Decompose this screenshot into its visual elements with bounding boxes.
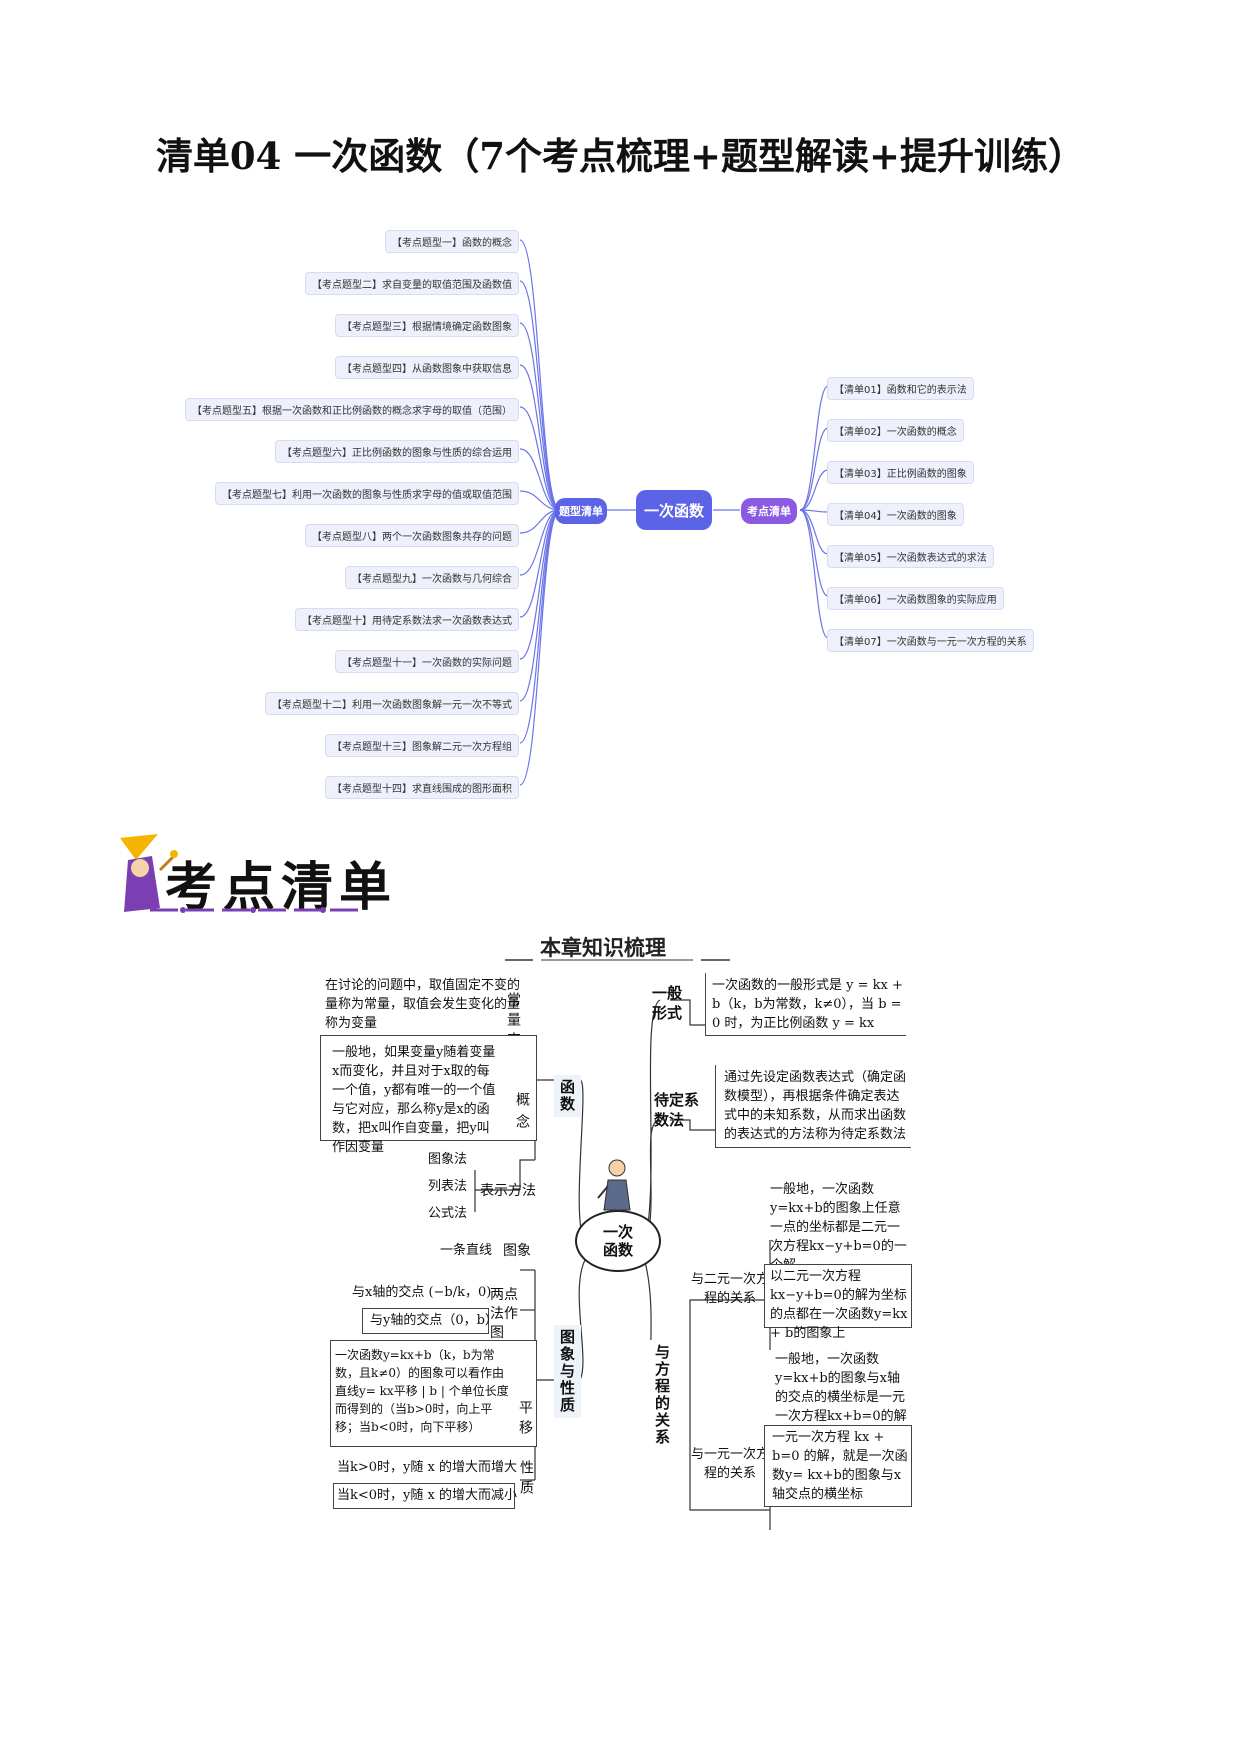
mindmap-right-item: 【清单05】一次函数表达式的求法 bbox=[827, 545, 994, 568]
undetermined-coef-box bbox=[715, 1065, 911, 1148]
badge-underline bbox=[150, 907, 360, 913]
linear-equation-box bbox=[764, 1425, 912, 1507]
knowledge-center: 一次函数 bbox=[575, 1210, 661, 1272]
y-intercept-text: 与y轴的交点（0，b） bbox=[370, 1313, 498, 1328]
property-decrease: 当k<0时，y随 x 的增大而减小 bbox=[337, 1488, 517, 1503]
property-label: 性质 bbox=[518, 1460, 534, 1500]
mindmap-left-item: 【考点题型十三】图象解二元一次方程组 bbox=[325, 734, 519, 757]
category-graph-properties: 图象与性质 bbox=[554, 1325, 581, 1418]
linear-equation-text-2: 一元一次方程 kx + b=0 的解，就是一次函数y= kx+b的图象与x轴交点… bbox=[772, 1430, 908, 1502]
mindmap-right-hub: 考点清单 bbox=[741, 498, 797, 524]
mindmap-right-item: 【清单04】一次函数的图象 bbox=[827, 503, 964, 526]
translation-label: 平移 bbox=[517, 1400, 533, 1440]
mindmap-right-item: 【清单02】一次函数的概念 bbox=[827, 419, 964, 442]
representation-item: 列表法 bbox=[428, 1179, 468, 1194]
representation-item: 公式法 bbox=[428, 1206, 468, 1221]
binary-equation-box bbox=[764, 1264, 912, 1328]
two-point-label: 两点法作图 bbox=[490, 1287, 518, 1341]
category-function: 函数 bbox=[554, 1075, 581, 1117]
heading-underline bbox=[505, 959, 730, 961]
mindmap-left-item: 【考点题型五】根据一次函数和正比例函数的概念求字母的取值（范围） bbox=[185, 398, 519, 421]
representation-label: 表示方法 bbox=[480, 1183, 536, 1199]
mindmap-left-item: 【考点题型十四】求直线围成的图形面积 bbox=[325, 776, 519, 799]
mindmap-left-item: 【考点题型八】两个一次函数图象共存的问题 bbox=[305, 524, 519, 547]
general-form-box bbox=[705, 973, 906, 1036]
constant-variable-text: 在讨论的问题中，取值固定不变的量称为常量，取值会发生变化的量称为变量 bbox=[325, 978, 521, 1031]
knowledge-connectors bbox=[474, 999, 771, 1530]
binary-equation-text-2: 以二元一次方程kx−y+b=0的解为坐标的点都在一次函数y=kx + b的图象上 bbox=[770, 1269, 908, 1341]
property-decrease-box bbox=[333, 1483, 515, 1509]
category-equation-relation: 与方程的关系 bbox=[649, 1340, 676, 1450]
mindmap-right-item: 【清单06】一次函数图象的实际应用 bbox=[827, 587, 1004, 610]
mindmap-connectors bbox=[519, 239, 829, 786]
mindmap-left-item: 【考点题型九】一次函数与几何综合 bbox=[345, 566, 519, 589]
wizard-mascot-icon bbox=[120, 834, 178, 912]
mindmap-left-item: 【考点题型一】函数的概念 bbox=[385, 230, 519, 253]
mindmap-left-hub: 题型清单 bbox=[555, 498, 607, 524]
mindmap-right-item: 【清单01】函数和它的表示法 bbox=[827, 377, 974, 400]
general-form-text: 一次函数的一般形式是 y = kx + b（k，b为常数，k≠0），当 b = … bbox=[712, 978, 903, 1031]
linear-equation-text-1: 一般地，一次函数y=kx+b的图象与x轴的交点的横坐标是一元一次方程kx+b=0… bbox=[775, 1352, 907, 1424]
mindmap-left-item: 【考点题型七】利用一次函数的图象与性质求字母的值或取值范围 bbox=[215, 482, 519, 505]
x-intercept-text: 与x轴的交点 (−b/k，0) bbox=[352, 1285, 492, 1300]
translation-text: 一次函数y=kx+b（k，b为常数，且k≠0）的图象可以看作由直线y= kx平移… bbox=[335, 1348, 509, 1434]
undetermined-coef-label: 待定系数法 bbox=[654, 1091, 700, 1129]
mindmap-right-item: 【清单07】一次函数与一元一次方程的关系 bbox=[827, 629, 1034, 652]
teacher-figure-icon bbox=[597, 1159, 631, 1211]
mindmap-left-item: 【考点题型十】用待定系数法求一次函数表达式 bbox=[295, 608, 519, 631]
representation-item: 图象法 bbox=[428, 1152, 468, 1167]
graph-label: 图象 bbox=[503, 1243, 531, 1259]
concept-label: 概念 bbox=[514, 1092, 530, 1136]
binary-equation-text-1: 一般地，一次函数y=kx+b的图象上任意一点的坐标都是二元一次方程kx−y+b=… bbox=[770, 1182, 907, 1273]
knowledge-heading: 本章知识梳理 bbox=[540, 936, 666, 960]
concept-box bbox=[320, 1035, 537, 1141]
linear-equation-label: 与一元一次方程的关系 bbox=[690, 1447, 769, 1481]
mindmap-right-item: 【清单03】正比例函数的图象 bbox=[827, 461, 974, 484]
mindmap-center: 一次函数 bbox=[636, 490, 712, 530]
mindmap-left-item: 【考点题型四】从函数图象中获取信息 bbox=[335, 356, 519, 379]
badge-title: 考点清单 bbox=[165, 857, 398, 918]
translation-box bbox=[330, 1340, 537, 1447]
mindmap-left-item: 【考点题型十一】一次函数的实际问题 bbox=[335, 650, 519, 673]
general-form-label: 一般形式 bbox=[652, 984, 683, 1022]
document-title: 清单04 一次函数（7个考点梳理+题型解读+提升训练） bbox=[155, 134, 1086, 178]
mindmap-left-item: 【考点题型六】正比例函数的图象与性质的综合运用 bbox=[275, 440, 519, 463]
concept-text: 一般地，如果变量y随着变量x而变化，并且对于x取的每一个值，y都有唯一的一个值与… bbox=[332, 1045, 496, 1155]
mindmap-left-item: 【考点题型二】求自变量的取值范围及函数值 bbox=[305, 272, 519, 295]
graph-text: 一条直线 bbox=[440, 1243, 493, 1258]
mindmap-left-item: 【考点题型十二】利用一次函数图象解一元一次不等式 bbox=[265, 692, 519, 715]
property-increase: 当k>0时，y随 x 的增大而增大 bbox=[337, 1460, 517, 1475]
undetermined-coef-text: 通过先设定函数表达式（确定函数模型），再根据条件确定表达式中的未知系数，从而求出… bbox=[724, 1070, 907, 1142]
mindmap-left-item: 【考点题型三】根据情境确定函数图象 bbox=[335, 314, 519, 337]
y-intercept-box bbox=[362, 1308, 489, 1334]
binary-equation-label: 与二元一次方程的关系 bbox=[690, 1272, 769, 1306]
